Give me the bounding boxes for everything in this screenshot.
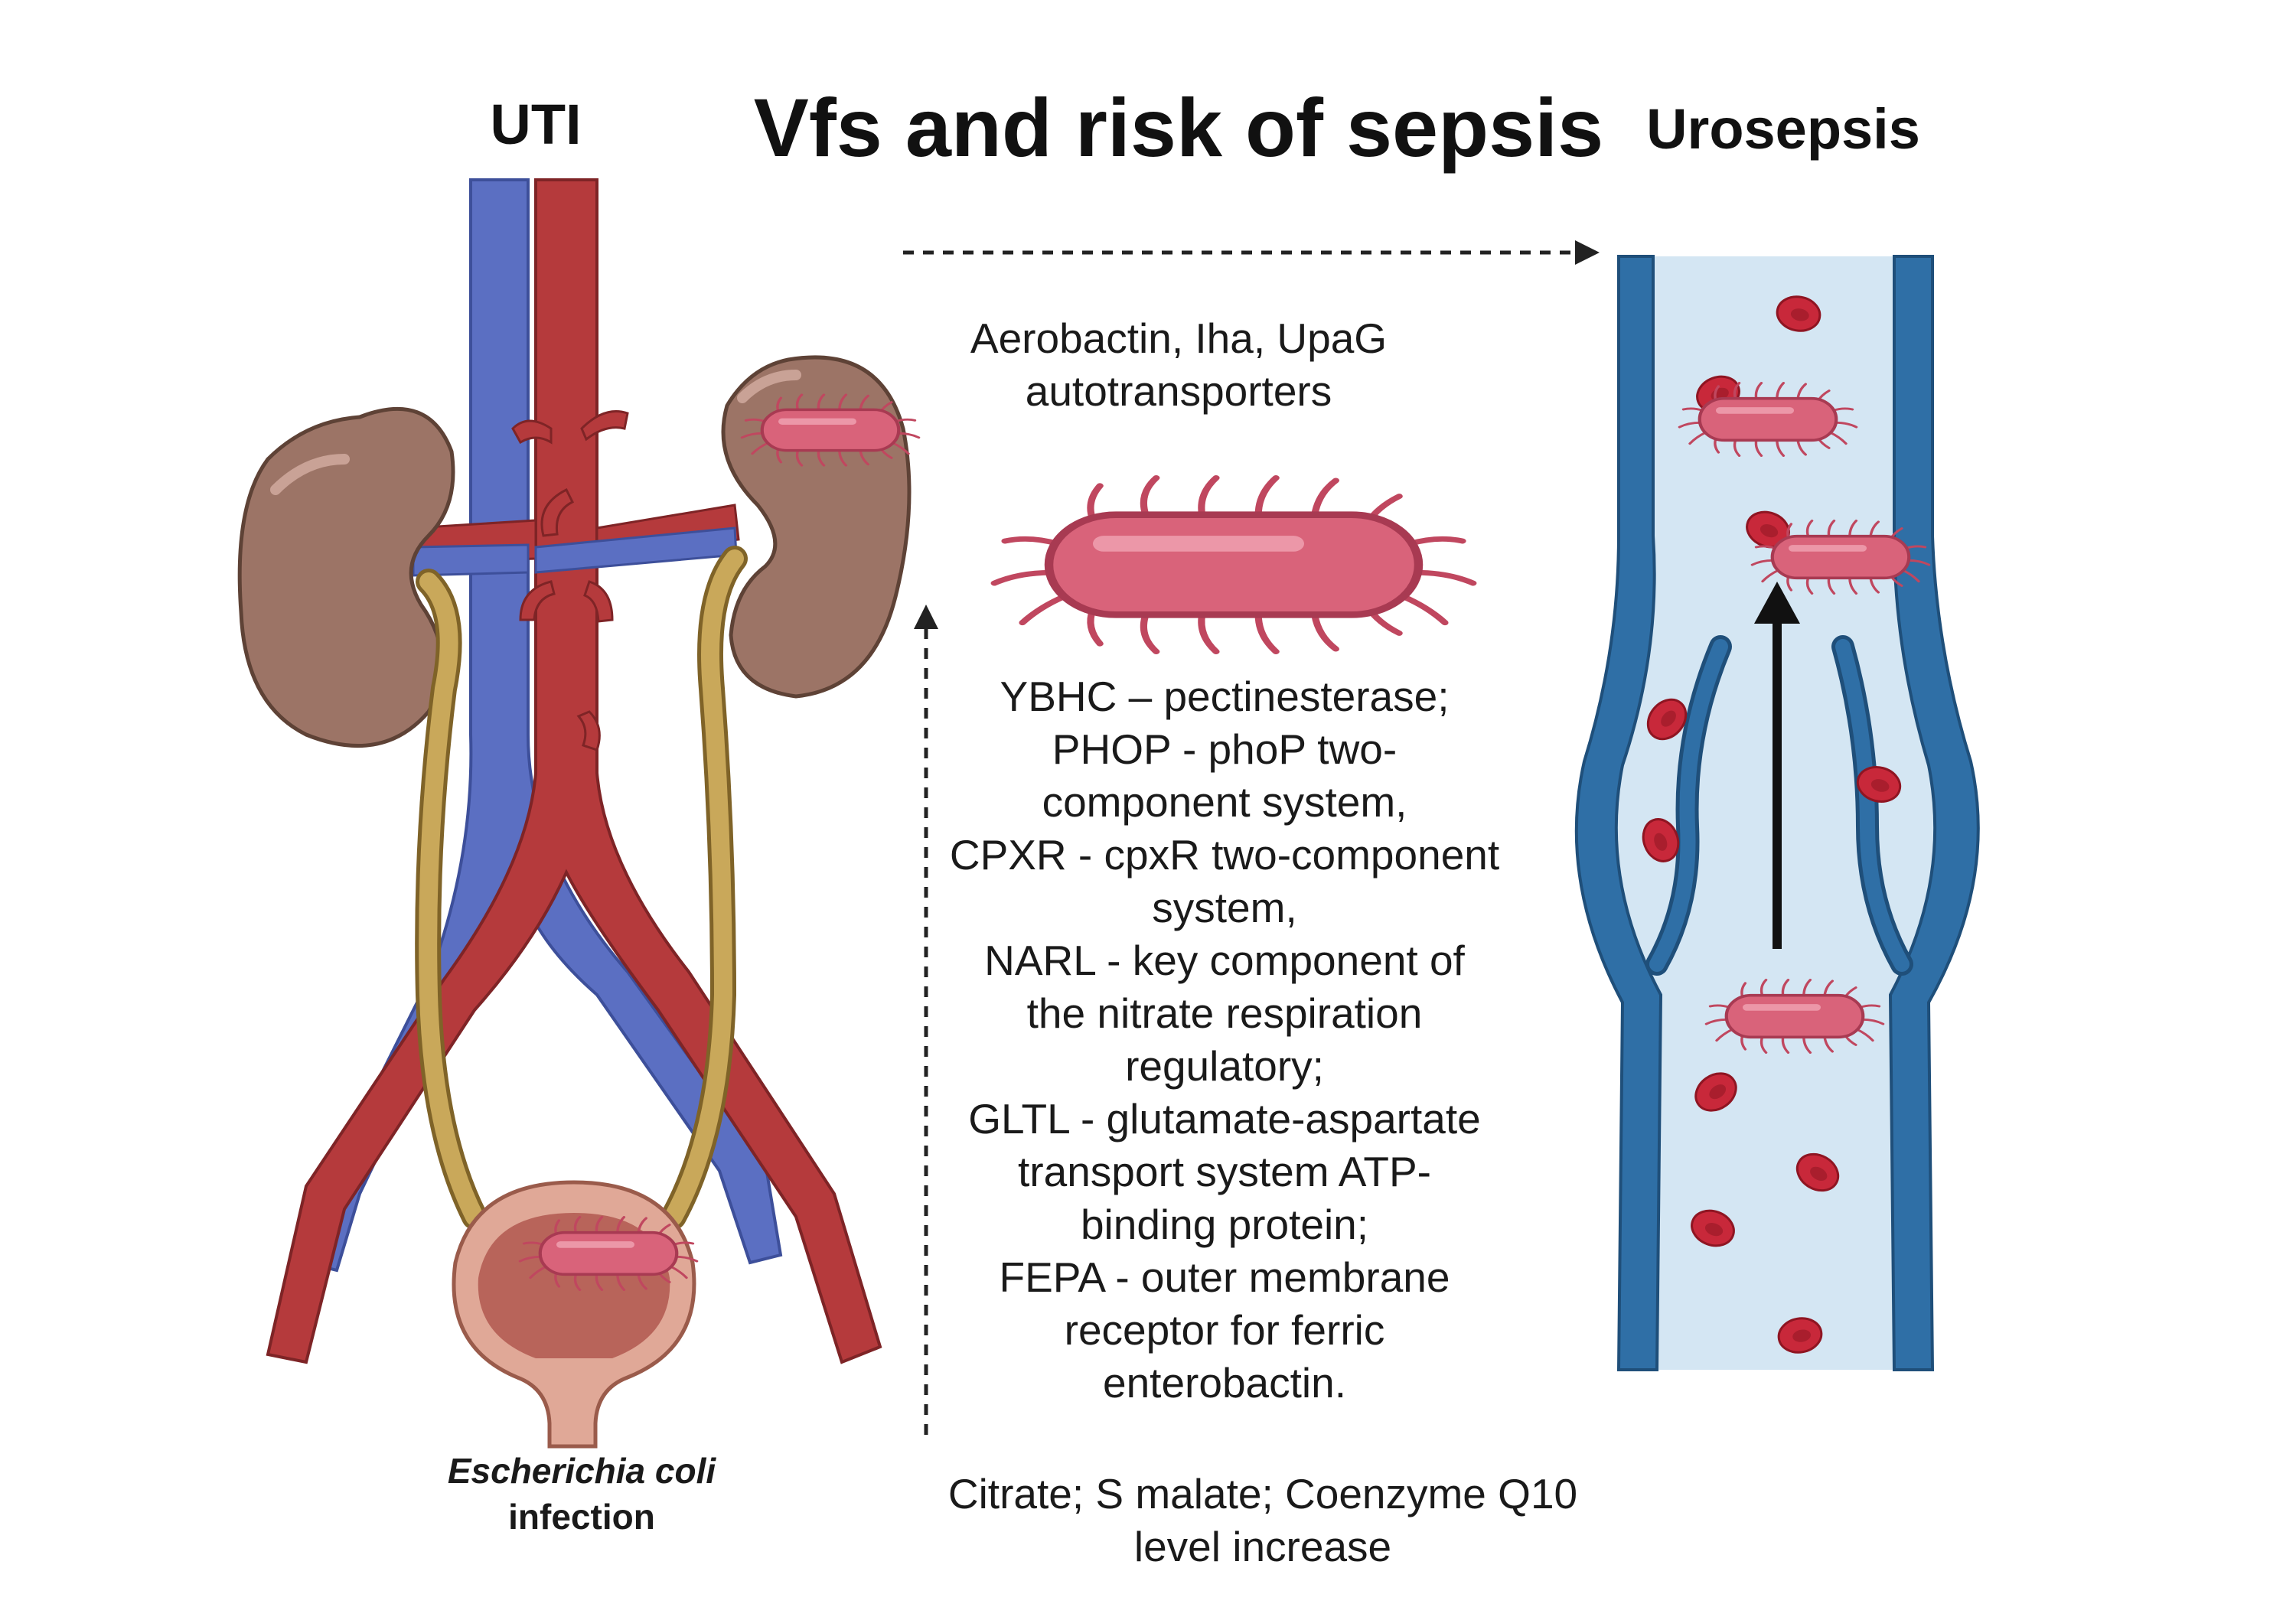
urosepsis-header: Urosepsis (1646, 97, 1920, 161)
uti-header: UTI (490, 93, 582, 156)
text-line: NARL - key component of (984, 937, 1465, 984)
ecoli-caption: Escherichia coli infection (398, 1448, 765, 1540)
solid-arrow-up (1754, 582, 1800, 949)
text-line: the nitrate respiration (1026, 989, 1423, 1037)
vessel-lumen (1600, 256, 1973, 1370)
infection-label: infection (508, 1497, 655, 1537)
text-line: level increase (1133, 1523, 1392, 1570)
blood-vessel-illustration (1574, 255, 1980, 1371)
text-line: Aerobactin, Iha, UpaG (970, 315, 1388, 362)
kidney-left (237, 406, 455, 748)
text-line: GLTL - glutamate-aspartate (968, 1095, 1481, 1143)
text-line: receptor for ferric (1064, 1306, 1385, 1354)
organism-name: Escherichia coli (447, 1451, 716, 1491)
text-line: transport system ATP- (1018, 1148, 1431, 1195)
virulence-factors-top: Aerobactin, Iha, UpaG autotransporters (872, 312, 1485, 418)
text-line: CPXR - cpxR two-component (949, 831, 1500, 878)
text-line: FEPA - outer membrane (999, 1253, 1450, 1301)
text-line: regulatory; (1125, 1042, 1324, 1090)
text-line: binding protein; (1080, 1201, 1369, 1248)
text-line: YBHC – pectinesterase; (1000, 673, 1450, 720)
text-line: enterobactin. (1103, 1359, 1346, 1407)
vessel-wall-left (1574, 255, 1663, 1371)
bacterium-large (994, 478, 1473, 651)
text-line: PHOP - phoP two- (1052, 725, 1397, 773)
virulence-factors-list: YBHC – pectinesterase; PHOP - phoP two- … (903, 670, 1546, 1410)
vessel-wall-right (1888, 255, 1980, 1371)
text-line: system, (1152, 884, 1297, 931)
urinary-tract-illustration (237, 178, 918, 1449)
diagram-title: Vfs and risk of sepsis (753, 81, 1604, 174)
text-line: autotransporters (1025, 367, 1332, 415)
dashed-arrow-right (903, 240, 1600, 265)
text-line: Citrate; S malate; Coenzyme Q10 (947, 1470, 1578, 1517)
dashed-arrow-up (914, 605, 938, 1435)
text-line: component system, (1042, 778, 1407, 826)
metabolites-text: Citrate; S malate; Coenzyme Q10 level in… (880, 1468, 1645, 1573)
